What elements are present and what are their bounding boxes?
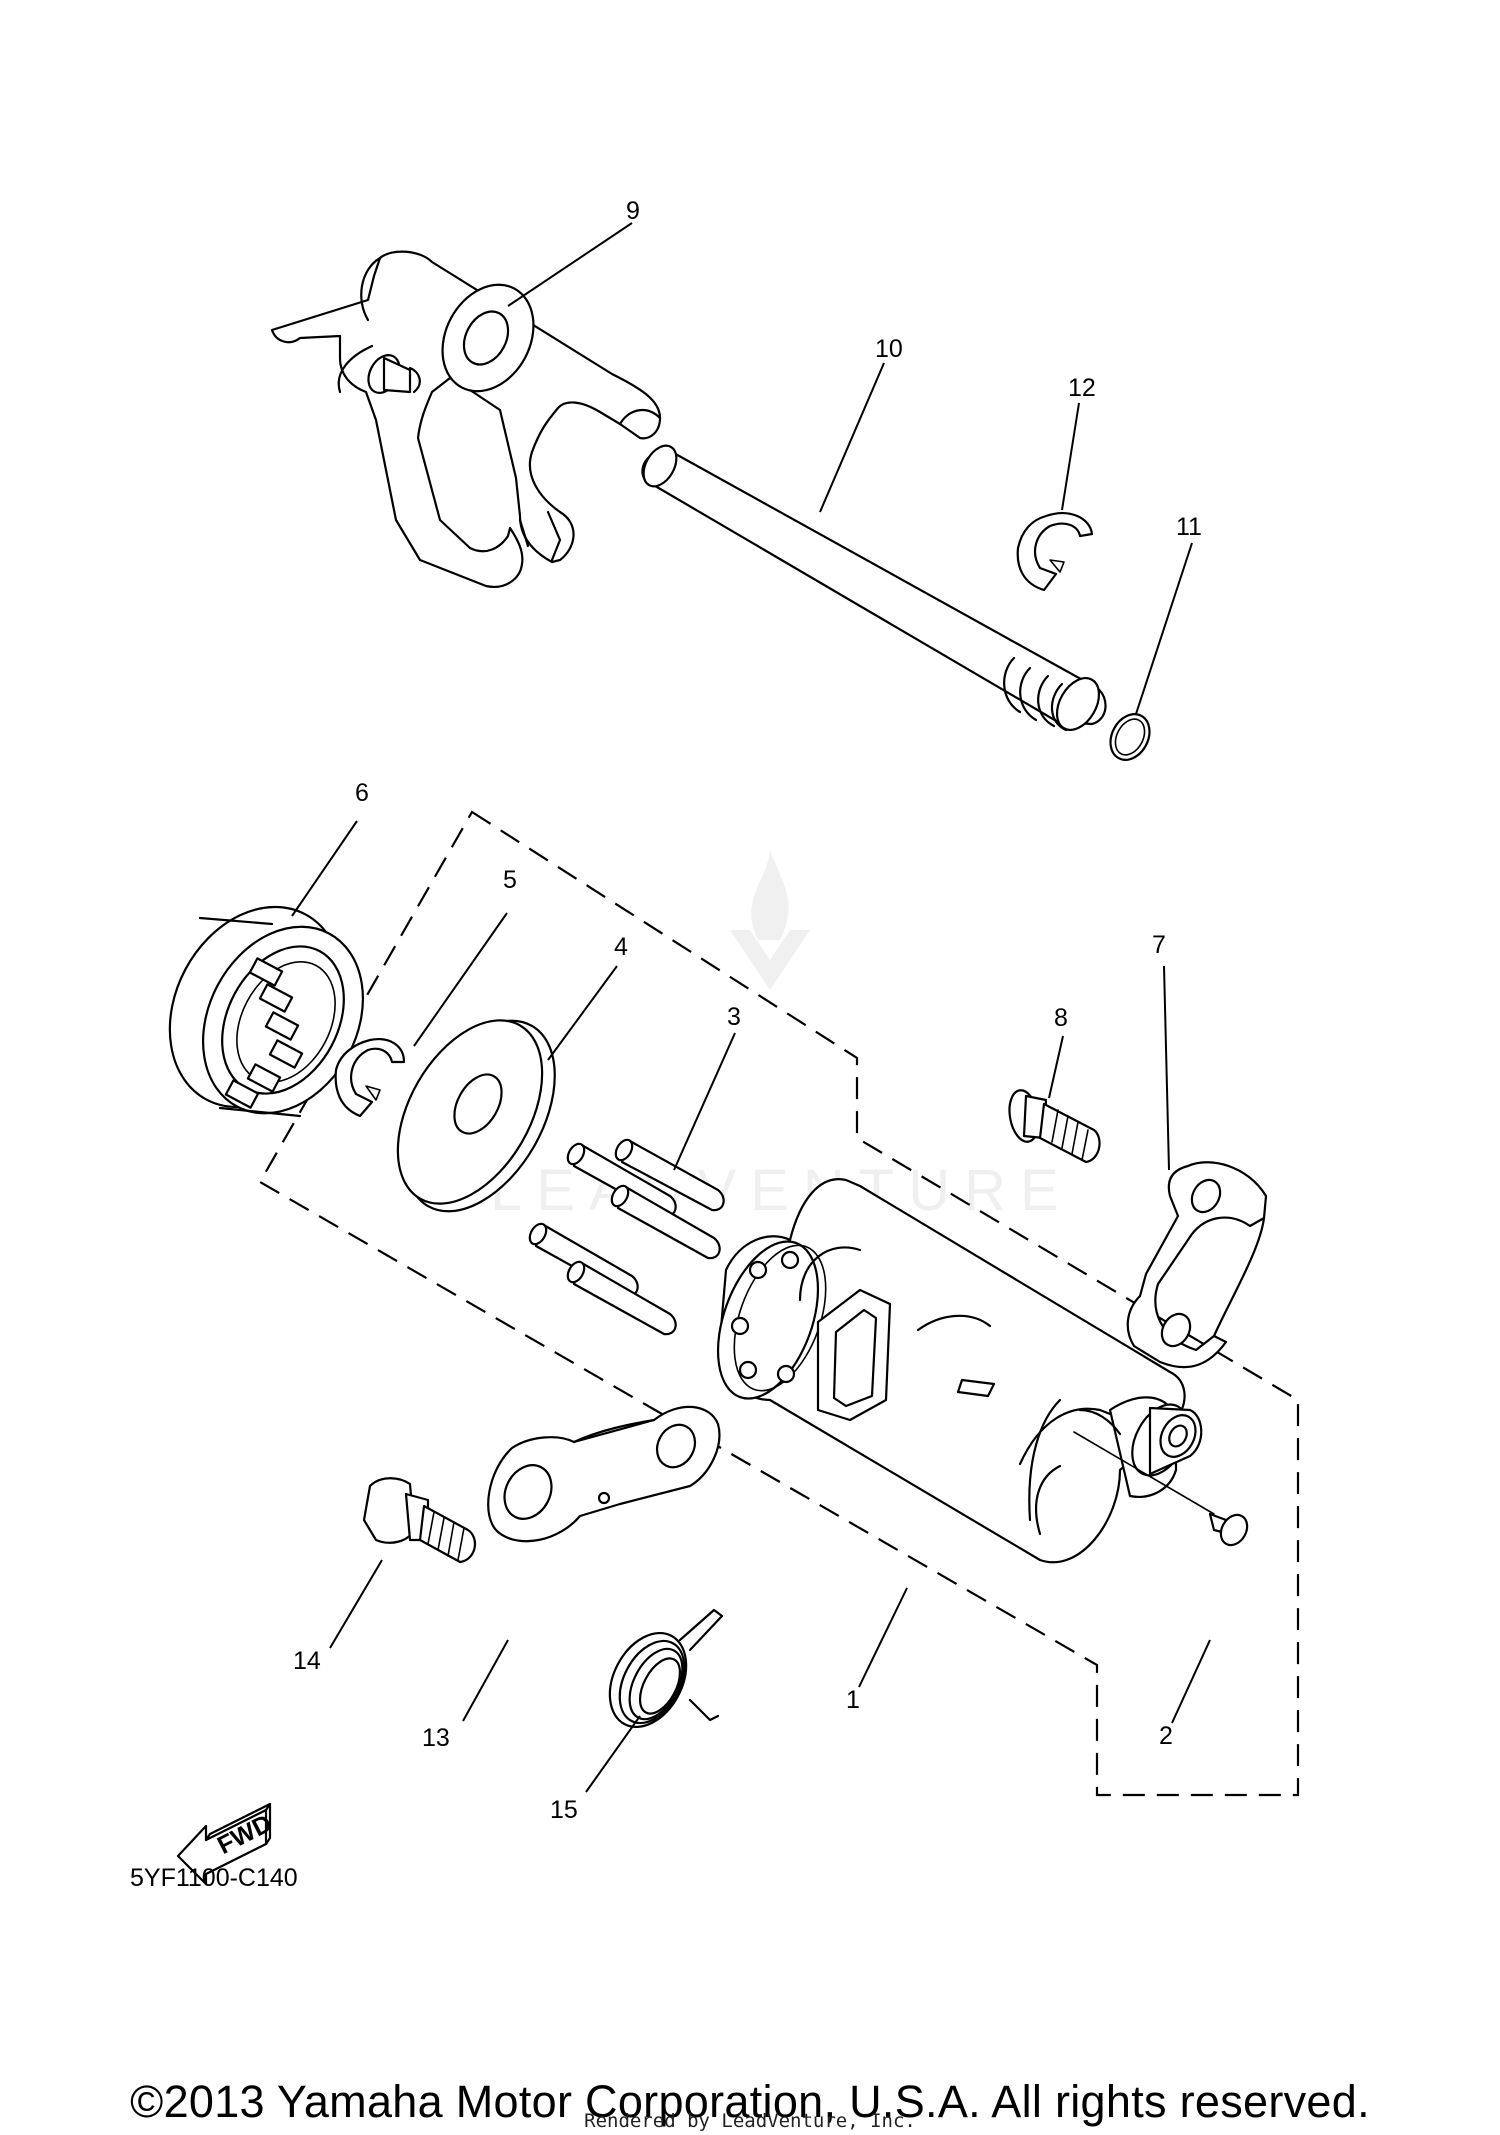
callout-11: 11: [1176, 513, 1202, 541]
lever-13: [487, 1405, 721, 1543]
rendered-by-notice: Rendered by LeadVenture, Inc.: [584, 2110, 916, 2132]
bolt-8: [1008, 1089, 1101, 1164]
assembly-boundary: [258, 810, 1300, 1797]
callout-5: 5: [503, 866, 517, 894]
circlip-12: [1016, 512, 1094, 592]
bearing-6: [168, 905, 365, 1118]
shift-fork: [270, 250, 662, 588]
callout-1: 1: [846, 1686, 860, 1714]
bearing-rollers: [224, 957, 304, 1109]
callout-lines: [291, 222, 1211, 1793]
callout-6: 6: [355, 779, 369, 807]
callout-3: 3: [727, 1003, 741, 1031]
o-ring-11: [1109, 713, 1151, 761]
copyright-notice: ©2013 Yamaha Motor Corporation, U.S.A. A…: [130, 2076, 1370, 2127]
diagram-code: 5YF1100-C140: [130, 1864, 298, 1892]
callout-13: 13: [422, 1724, 450, 1752]
callout-2: 2: [1159, 1722, 1173, 1750]
callout-10: 10: [875, 335, 903, 363]
pin-2: [1208, 1512, 1249, 1547]
washer-4: [396, 1019, 556, 1213]
callout-15: 15: [550, 1796, 578, 1824]
callout-7: 7: [1152, 931, 1166, 959]
pins-3: [528, 1138, 725, 1336]
callout-12: 12: [1068, 374, 1096, 402]
shift-drum: [716, 1178, 1215, 1564]
callout-8: 8: [1054, 1004, 1068, 1032]
circlip-5: [334, 1038, 406, 1118]
spring-15: [608, 1608, 724, 1729]
shift-rod: [641, 444, 1107, 732]
callout-numbers: 9 10 12 11 6 5 4 3 7 8 1 2 13 14 15: [293, 197, 1202, 1824]
plate-7: [1126, 1161, 1268, 1369]
callout-9: 9: [626, 197, 640, 225]
bolt-14: [362, 1477, 477, 1564]
callout-14: 14: [293, 1647, 321, 1675]
callout-4: 4: [614, 933, 628, 961]
